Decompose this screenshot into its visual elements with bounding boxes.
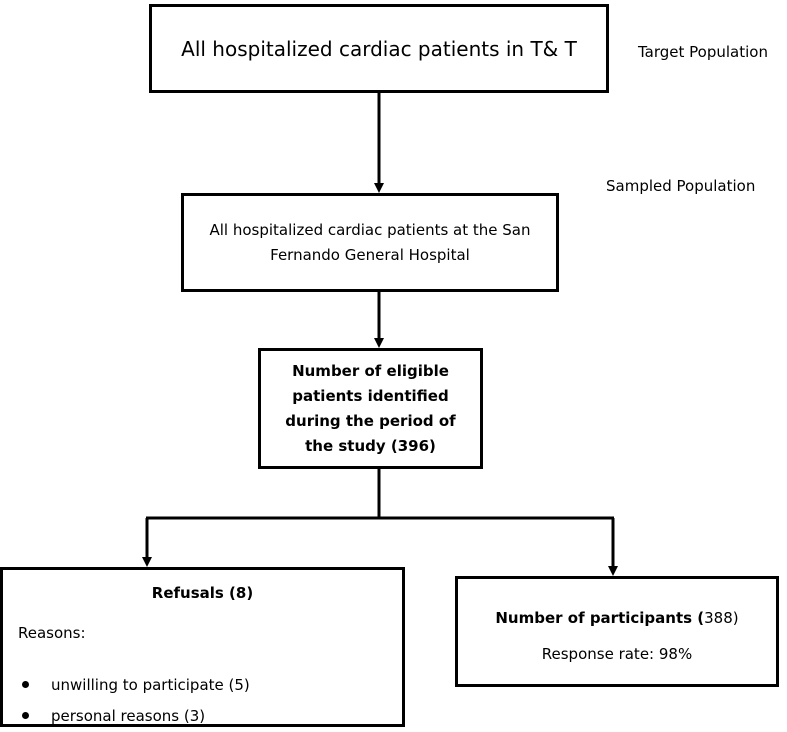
sampled-population-box: All hospitalized cardiac patients at the… — [181, 193, 559, 292]
reason-text: unwilling to participate (5) — [51, 676, 250, 694]
target-population-label: Target Population — [638, 43, 768, 61]
eligible-patients-text: Number of eligible patients identified d… — [285, 361, 456, 455]
list-item: personal reasons (3) — [3, 701, 250, 732]
participants-title-bold: Number of participants ( — [495, 609, 705, 627]
bullet-icon — [22, 681, 29, 688]
participants-title: Number of participants (388) — [458, 609, 776, 627]
reason-text: personal reasons (3) — [51, 707, 206, 725]
sampled-population-label: Sampled Population — [606, 177, 756, 195]
response-rate-text: Response rate: 98% — [541, 645, 693, 663]
reasons-list: unwilling to participate (5) personal re… — [3, 670, 250, 732]
sampled-population-text: All hospitalized cardiac patients at the… — [209, 220, 531, 264]
bullet-icon — [22, 712, 29, 719]
participants-box: Number of participants (388) Response ra… — [455, 576, 779, 687]
refusals-box: Refusals (8) Reasons: unwilling to parti… — [0, 567, 405, 727]
refusals-title: Refusals (8) — [151, 584, 254, 602]
target-population-box: All hospitalized cardiac patients in T& … — [149, 4, 609, 93]
participants-title-count: 388) — [704, 609, 739, 627]
target-population-text: All hospitalized cardiac patients in T& … — [181, 36, 577, 61]
eligible-patients-box: Number of eligible patients identified d… — [258, 348, 483, 469]
list-item: unwilling to participate (5) — [3, 670, 250, 701]
reasons-label: Reasons: — [18, 624, 86, 642]
